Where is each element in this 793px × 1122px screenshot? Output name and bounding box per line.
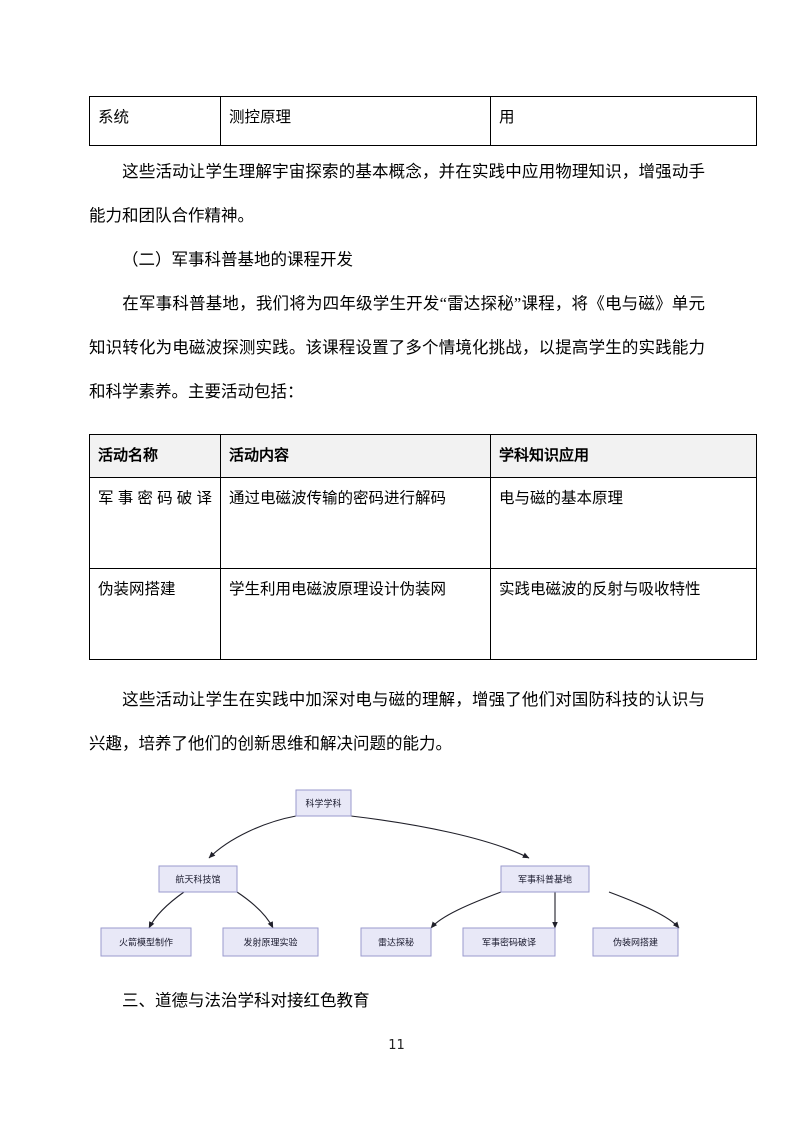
connector-aerospace-to-rocket — [148, 891, 185, 929]
table-cell: 电与磁的基本原理 — [490, 477, 757, 570]
table-row: 伪装网搭建 学生利用电磁波原理设计伪装网 实践电磁波的反射与吸收特性 — [89, 568, 757, 661]
subheading-military-base-course: （二）军事科普基地的课程开发 — [89, 238, 705, 282]
subheading-text: （二）军事科普基地的课程开发 — [122, 250, 353, 269]
connector-aerospace-to-launch — [236, 891, 274, 929]
page-number: 11 — [388, 1038, 405, 1053]
connector-military-to-camouflage — [608, 891, 680, 929]
paragraph-text: 在军事科普基地，我们将为四年级学生开发“雷达探秘”课程，将《电与磁》单元知识转化… — [89, 294, 705, 401]
continued-table: 系统 测控原理 用 — [89, 96, 757, 146]
activity-table: 活动名称 活动内容 学科知识应用 军事密码破译 通过电磁波传输的密码进行解码 电… — [89, 433, 757, 661]
diagram-node-radar-exploration: 雷达探秘 — [360, 927, 432, 957]
table-header-row: 活动名称 活动内容 学科知识应用 — [89, 433, 757, 479]
diagram-node-launch-experiment: 发射原理实验 — [222, 927, 319, 957]
table-cell: 伪装网搭建 — [89, 568, 221, 661]
heading-text: 三、道德与法治学科对接红色教育 — [122, 991, 370, 1010]
diagram-node-label: 雷达探秘 — [378, 937, 414, 949]
table-row: 系统 测控原理 用 — [89, 96, 757, 146]
connector-root-to-military — [350, 815, 530, 859]
course-hierarchy-diagram: 科学学科 航天科技馆 军事科普基地 火箭模型制作 发射原理实验 — [89, 780, 705, 980]
diagram-node-label: 火箭模型制作 — [119, 937, 173, 949]
paragraph-military-base-intro: 在军事科普基地，我们将为四年级学生开发“雷达探秘”课程，将《电与磁》单元知识转化… — [89, 282, 705, 414]
table-cell: 系统 — [89, 96, 221, 146]
table-cell: 实践电磁波的反射与吸收特性 — [490, 568, 757, 661]
table-cell: 学生利用电磁波原理设计伪装网 — [220, 568, 491, 661]
table-row: 军事密码破译 通过电磁波传输的密码进行解码 电与磁的基本原理 — [89, 477, 757, 570]
diagram-node-camouflage-net: 伪装网搭建 — [592, 927, 679, 957]
connector-military-to-radar — [430, 891, 502, 929]
diagram-node-aerospace-museum: 航天科技馆 — [158, 865, 238, 893]
paragraph-text: 这些活动让学生在实践中加深对电与磁的理解，增强了他们对国防科技的认识与兴趣，培养… — [89, 690, 705, 753]
table-cell: 通过电磁波传输的密码进行解码 — [220, 477, 491, 570]
paragraph-activities-summary-1: 这些活动让学生理解宇宙探索的基本概念，并在实践中应用物理知识，增强动手能力和团队… — [89, 150, 705, 238]
section-heading-moral-law-red-education: 三、道德与法治学科对接红色教育 — [89, 984, 705, 1018]
diagram-node-label: 发射原理实验 — [243, 937, 297, 949]
column-header-subject-knowledge: 学科知识应用 — [490, 433, 757, 479]
diagram-node-label: 科学学科 — [305, 798, 341, 810]
table-cell: 用 — [490, 96, 757, 146]
column-header-activity-content: 活动内容 — [220, 433, 491, 479]
table-cell: 军事密码破译 — [89, 477, 221, 570]
diagram-node-root: 科学学科 — [295, 789, 352, 817]
diagram-node-label: 伪装网搭建 — [613, 937, 658, 949]
diagram-node-rocket-model: 火箭模型制作 — [100, 927, 192, 957]
paragraph-text: 这些活动让学生理解宇宙探索的基本概念，并在实践中应用物理知识，增强动手能力和团队… — [89, 162, 705, 225]
column-header-activity-name: 活动名称 — [89, 433, 221, 479]
diagram-node-label: 航天科技馆 — [175, 874, 220, 886]
paragraph-activities-summary-2: 这些活动让学生在实践中加深对电与磁的理解，增强了他们对国防科技的认识与兴趣，培养… — [89, 678, 705, 766]
diagram-node-code-decryption: 军事密码破译 — [462, 927, 556, 957]
diagram-node-military-base: 军事科普基地 — [500, 865, 590, 893]
table-cell: 测控原理 — [220, 96, 491, 146]
connector-root-to-aerospace — [208, 815, 297, 859]
diagram-node-label: 军事科普基地 — [518, 874, 572, 886]
diagram-node-label: 军事密码破译 — [482, 937, 536, 949]
